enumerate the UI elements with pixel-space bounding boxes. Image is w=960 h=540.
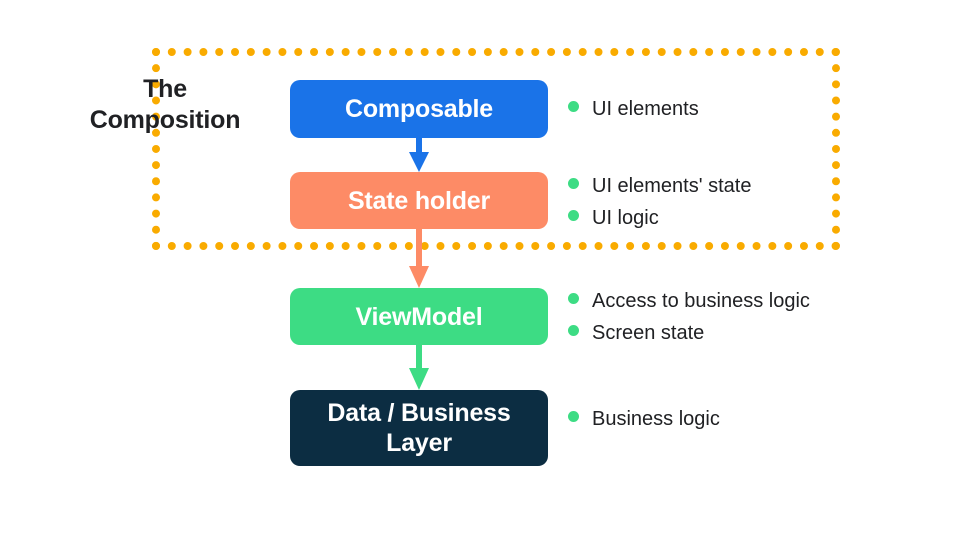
list-item: UI elements' state	[568, 172, 751, 201]
node-composable[interactable]: Composable	[290, 80, 548, 138]
annotation-label: UI elements' state	[592, 175, 752, 197]
annotation-label: UI logic	[592, 207, 659, 229]
arrow-head	[409, 152, 429, 172]
arrow-shaft	[416, 345, 422, 370]
annotation-label: Business logic	[592, 408, 720, 430]
bullet-dot-icon	[568, 293, 579, 304]
bullet-dot-icon	[568, 411, 579, 422]
annotation-group-viewmodel: Access to business logic Screen state	[568, 287, 810, 351]
annotation-group-data-business-layer: Business logic	[568, 405, 720, 437]
page-title: The Composition	[89, 75, 241, 135]
arrow-composable-to-state-holder-icon	[409, 138, 429, 172]
arrow-head	[409, 266, 429, 288]
annotation-label: Access to business logic	[592, 290, 810, 312]
arrow-viewmodel-to-data-layer-icon	[409, 345, 429, 390]
arrow-shaft	[416, 229, 422, 268]
list-item: Screen state	[568, 319, 810, 348]
list-item: Business logic	[568, 405, 720, 434]
annotation-group-composable: UI elements	[568, 95, 699, 127]
annotation-group-state-holder: UI elements' state UI logic	[568, 172, 751, 236]
node-data-business-layer[interactable]: Data / Business Layer	[290, 390, 548, 466]
annotation-label: UI elements	[592, 98, 699, 120]
list-item: Access to business logic	[568, 287, 810, 316]
list-item: UI logic	[568, 204, 751, 233]
bullet-dot-icon	[568, 101, 579, 112]
arrow-head	[409, 368, 429, 390]
bullet-dot-icon	[568, 178, 579, 189]
bullet-dot-icon	[568, 325, 579, 336]
bullet-dot-icon	[568, 210, 579, 221]
annotation-label: Screen state	[592, 322, 705, 344]
arrow-state-holder-to-viewmodel-icon	[409, 229, 429, 288]
arrow-shaft	[416, 138, 422, 154]
node-viewmodel[interactable]: ViewModel	[290, 288, 548, 345]
list-item: UI elements	[568, 95, 699, 124]
node-state-holder[interactable]: State holder	[290, 172, 548, 229]
